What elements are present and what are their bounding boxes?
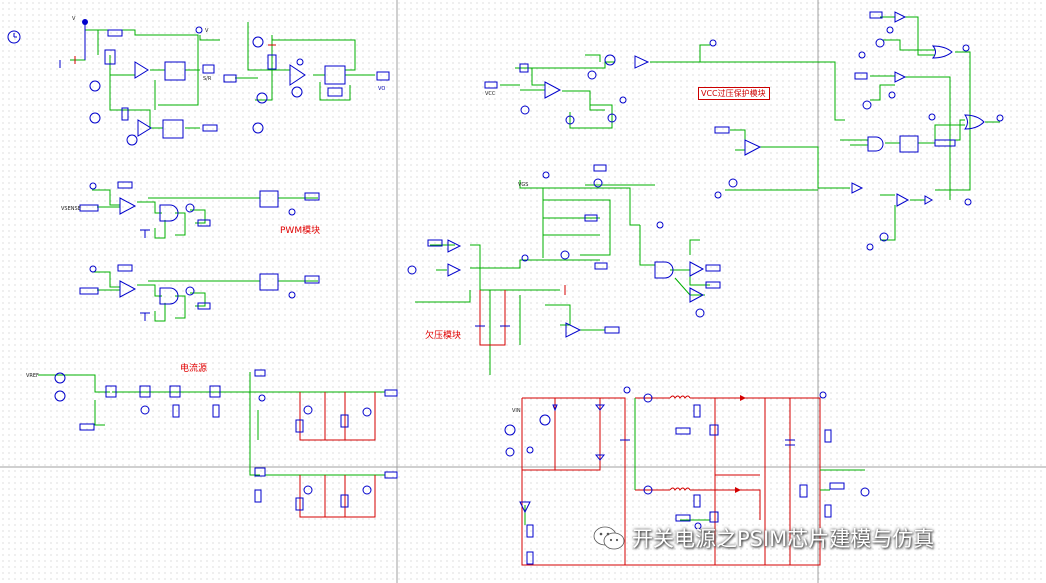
logic-block[interactable] [840,11,1004,251]
vcc-protection-block[interactable] [714,126,850,199]
vo-pin-label: VO [378,86,385,92]
power-stage[interactable]: VIN [504,386,870,566]
vin-pin-label: VIN [512,408,521,414]
vcc-pin-label: VCC [485,91,496,97]
vgs-pin-label: VGS [518,182,528,188]
vcc-protection-label: VCC过压保护模块 [698,87,770,100]
current-source-label: 电流源 [180,364,208,374]
svg-text:V: V [205,28,209,34]
svg-text:S/R: S/R [203,76,212,82]
vo-output-block[interactable]: VO [223,22,390,134]
vref-pin-label: VREF [26,373,39,379]
vsense-pin-label: VSENSE [61,206,81,212]
pwm-block-2[interactable] [79,264,320,322]
svg-text:V: V [72,16,76,22]
oscillator-block[interactable]: V V S/R [59,16,220,146]
pwm-module-label: PWM模块 [280,226,321,236]
undervoltage-label: 欠压模块 [425,331,462,341]
watermark-text: 开关电源之PSIM芯片建模与仿真 [632,527,935,551]
undervoltage-block[interactable]: VGS [407,164,721,375]
clock-icon[interactable] [7,30,21,44]
current-source-block[interactable]: VREF [26,369,398,518]
pwm-block-1[interactable]: VSENSE [61,181,320,239]
watermark: 开关电源之PSIM芯片建模与仿真 [592,524,934,552]
center-comparator-block[interactable]: VCC [484,39,845,129]
wechat-icon [593,526,625,550]
